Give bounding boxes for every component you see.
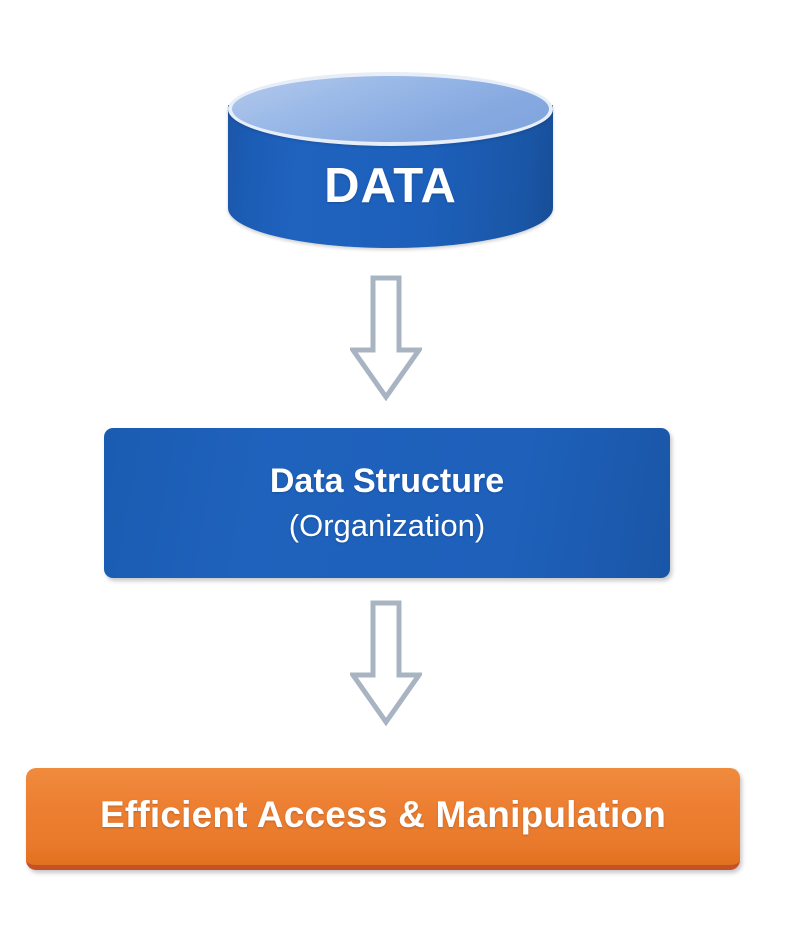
down-arrow-icon xyxy=(350,275,422,401)
data-structure-title: Data Structure xyxy=(269,461,505,500)
cylinder-top-ellipse xyxy=(228,72,553,146)
data-structure-box[interactable]: Data Structure (Organization) xyxy=(104,428,670,578)
data-structure-subtitle: (Organization) xyxy=(288,507,486,543)
data-store-label: DATA xyxy=(324,159,457,213)
efficient-access-label: Efficient Access & Manipulation xyxy=(99,793,667,835)
down-arrow-icon xyxy=(350,600,422,726)
efficient-access-box[interactable]: Efficient Access & Manipulation xyxy=(26,768,740,870)
data-store-cylinder[interactable]: DATA xyxy=(228,72,553,248)
